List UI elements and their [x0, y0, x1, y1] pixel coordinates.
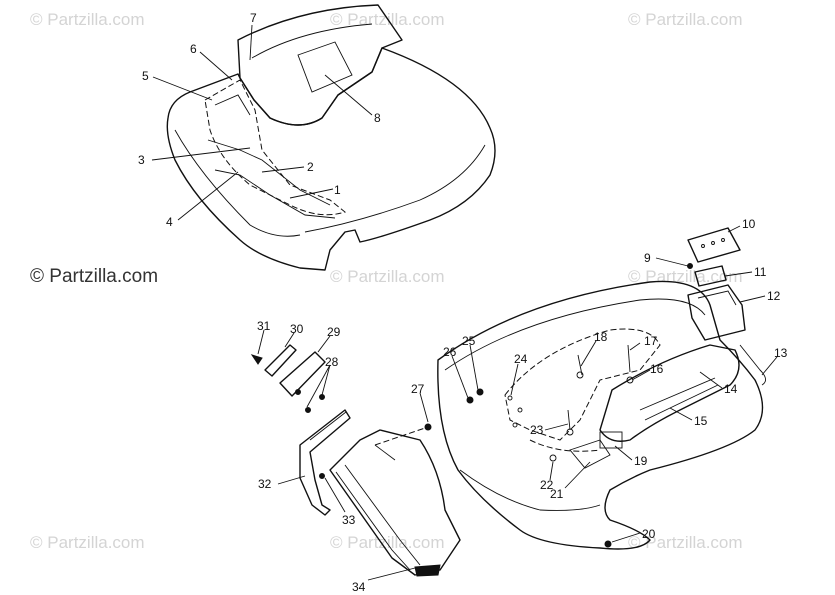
callout-28: 28 [325, 355, 339, 369]
callout-13: 13 [774, 346, 788, 360]
callout-4: 4 [166, 215, 173, 229]
callout-5: 5 [142, 69, 149, 83]
watermark-top-right: © Partzilla.com [628, 10, 743, 29]
callout-11: 11 [754, 265, 767, 279]
fastener-20 [604, 540, 612, 548]
callout-labels: 1 2 3 4 5 6 7 8 9 10 11 12 13 14 15 16 1… [138, 11, 788, 594]
watermark-main: © Partzilla.com [30, 266, 158, 287]
callout-21: 21 [550, 487, 564, 501]
callout-3: 3 [138, 153, 145, 167]
callout-7: 7 [250, 11, 257, 25]
callout-27: 27 [411, 382, 425, 396]
rail-assembly [250, 344, 461, 577]
connector-dashed [374, 426, 429, 446]
leader-lines [151, 24, 778, 581]
storage-box-assembly [687, 227, 746, 341]
callout-31: 31 [257, 319, 271, 333]
callout-24: 24 [514, 352, 528, 366]
callout-15: 15 [694, 414, 708, 428]
callout-22: 22 [540, 478, 554, 492]
callout-17: 17 [644, 334, 658, 348]
callout-8: 8 [374, 111, 381, 125]
watermark-bottom-right: © Partzilla.com [628, 533, 743, 552]
callout-18: 18 [594, 330, 608, 344]
watermark-bottom-left: © Partzilla.com [30, 533, 145, 552]
callout-14: 14 [724, 382, 738, 396]
callout-33: 33 [342, 513, 356, 527]
fastener-26 [476, 388, 484, 396]
watermark-top-left: © Partzilla.com [30, 10, 145, 29]
callout-25: 25 [462, 334, 476, 348]
main-body-assembly [424, 280, 766, 550]
callout-20: 20 [642, 527, 656, 541]
callout-34: 34 [352, 580, 366, 594]
callout-6: 6 [190, 42, 197, 56]
callout-26: 26 [443, 345, 457, 359]
top-cover-assembly [166, 4, 496, 271]
callout-23: 23 [530, 423, 544, 437]
callout-19: 19 [634, 454, 648, 468]
callout-12: 12 [767, 289, 781, 303]
fastener-25 [466, 396, 474, 404]
callout-30: 30 [290, 322, 304, 336]
callout-29: 29 [327, 325, 341, 339]
watermark-bottom-center: © Partzilla.com [330, 533, 445, 552]
watermark-mid-center: © Partzilla.com [330, 267, 445, 286]
callout-16: 16 [650, 362, 664, 376]
callout-32: 32 [258, 477, 272, 491]
callout-1: 1 [334, 183, 341, 197]
callout-9: 9 [644, 251, 651, 265]
callout-10: 10 [742, 217, 756, 231]
callout-2: 2 [307, 160, 314, 174]
